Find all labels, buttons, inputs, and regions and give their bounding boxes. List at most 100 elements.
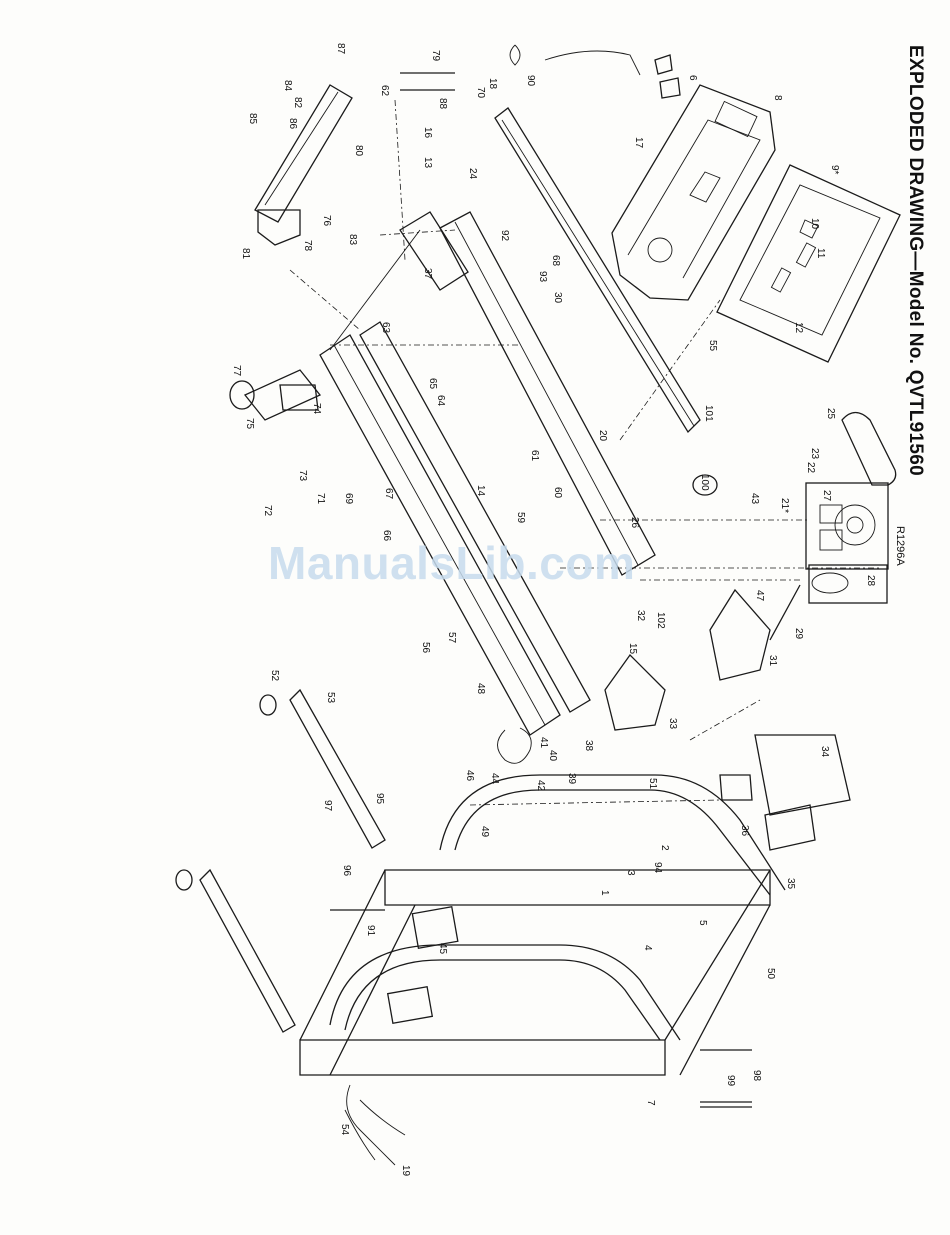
part-callout-7: 7 (645, 1100, 656, 1106)
motor-assembly-inset (805, 482, 889, 604)
part-callout-93: 93 (537, 271, 548, 283)
part-callout-25: 25 (825, 408, 836, 420)
part-callout-17: 17 (633, 137, 644, 149)
rear-roller-part (229, 369, 322, 421)
part-callout-62: 62 (379, 85, 390, 97)
part-callout-48: 48 (475, 683, 486, 695)
part-callout-40: 40 (547, 750, 558, 762)
part-callout-63: 63 (380, 322, 391, 334)
base-tube-part (175, 688, 386, 1033)
side-rail-part (494, 107, 701, 434)
part-callout-2: 2 (659, 845, 670, 851)
part-callout-83: 83 (347, 234, 358, 246)
part-callout-45: 45 (437, 943, 448, 955)
part-callout-66: 66 (381, 530, 392, 542)
part-callout-86: 86 (287, 118, 298, 130)
part-callout-28: 28 (865, 575, 876, 587)
part-callout-37: 37 (422, 268, 433, 280)
part-callout-70: 70 (475, 87, 486, 99)
part-callout-49: 49 (479, 826, 490, 838)
small-brackets-part (509, 44, 681, 99)
part-callout-77: 77 (231, 365, 242, 377)
part-callout-9-star: 9* (829, 165, 840, 175)
part-callout-13: 13 (422, 157, 433, 169)
part-callout-21-star: 21* (779, 498, 790, 513)
part-callout-35: 35 (785, 878, 796, 890)
part-callout-95: 95 (374, 793, 385, 805)
part-callout-4: 4 (642, 945, 653, 951)
part-callout-59: 59 (515, 512, 526, 524)
part-callout-74: 74 (311, 403, 322, 415)
part-callout-26: 26 (629, 517, 640, 529)
controller-board-part (719, 734, 851, 851)
front-crossbar-part (254, 84, 353, 246)
diagram-title: EXPLODED DRAWING—Model No. QVTL91560 (905, 45, 926, 476)
part-callout-16: 16 (422, 127, 433, 139)
part-callout-84: 84 (282, 80, 293, 92)
part-callout-91: 91 (365, 925, 376, 937)
part-callout-50: 50 (765, 968, 776, 980)
part-callouts: 123456789*101112131415161718192021*22232… (231, 43, 876, 1177)
part-callout-96: 96 (341, 865, 352, 877)
part-callout-46: 46 (464, 770, 475, 782)
part-callout-27: 27 (821, 490, 832, 502)
part-callout-39: 39 (566, 773, 577, 785)
part-callout-5: 5 (697, 920, 708, 926)
part-callout-29: 29 (793, 628, 804, 640)
part-callout-57: 57 (446, 632, 457, 644)
key-part (692, 474, 718, 496)
part-callout-67: 67 (383, 488, 394, 500)
part-callout-85: 85 (247, 113, 258, 125)
part-callout-1: 1 (599, 890, 610, 896)
walking-deck-part (439, 211, 656, 576)
part-callout-54: 54 (339, 1124, 350, 1136)
part-callout-33: 33 (667, 718, 678, 730)
part-callout-47: 47 (754, 590, 765, 602)
part-callout-73: 73 (297, 470, 308, 482)
part-callout-79: 79 (430, 50, 441, 62)
console-inset (716, 164, 901, 363)
part-callout-22: 22 (805, 462, 816, 474)
part-callout-69: 69 (343, 493, 354, 505)
part-callout-99: 99 (725, 1075, 736, 1087)
part-callout-6: 6 (687, 75, 698, 81)
main-frame-part (319, 211, 591, 736)
part-callout-41: 41 (538, 737, 549, 749)
part-callout-10: 10 (809, 218, 820, 230)
part-callout-23: 23 (809, 448, 820, 460)
part-callout-3: 3 (625, 870, 636, 876)
part-callout-87: 87 (335, 43, 346, 55)
part-callout-64: 64 (435, 395, 446, 407)
part-callout-102: 102 (655, 612, 666, 629)
drive-belt-part (841, 411, 897, 486)
part-callout-52: 52 (269, 670, 280, 682)
part-callout-36: 36 (739, 825, 750, 837)
motor-shields-part (604, 588, 771, 731)
motor-hood-part (611, 84, 776, 301)
part-callout-12: 12 (793, 322, 804, 334)
part-callout-76: 76 (321, 215, 332, 227)
part-callout-56: 56 (420, 642, 431, 654)
part-callout-38: 38 (583, 740, 594, 752)
uprights-bracket-part (386, 906, 459, 1024)
part-callout-72: 72 (262, 505, 273, 517)
part-callout-92: 92 (499, 230, 510, 242)
part-callout-61: 61 (529, 450, 540, 462)
part-callout-19: 19 (400, 1165, 411, 1177)
part-callout-80: 80 (353, 145, 364, 157)
part-callout-18: 18 (487, 78, 498, 90)
part-callout-100: 100 (699, 474, 710, 491)
part-callout-88: 88 (437, 98, 448, 110)
watermark: ManualsLib.com (268, 537, 636, 589)
part-callout-32: 32 (635, 610, 646, 622)
part-callout-65: 65 (427, 378, 438, 390)
part-callout-44: 44 (489, 773, 500, 785)
part-callout-90: 90 (525, 75, 536, 87)
long-bolts-part (330, 72, 801, 1108)
wire-harness-part (344, 1084, 406, 1166)
part-callout-30: 30 (552, 292, 563, 304)
part-callout-68: 68 (550, 255, 561, 267)
part-callout-78: 78 (302, 240, 313, 252)
upright-frame-part (299, 774, 786, 1076)
